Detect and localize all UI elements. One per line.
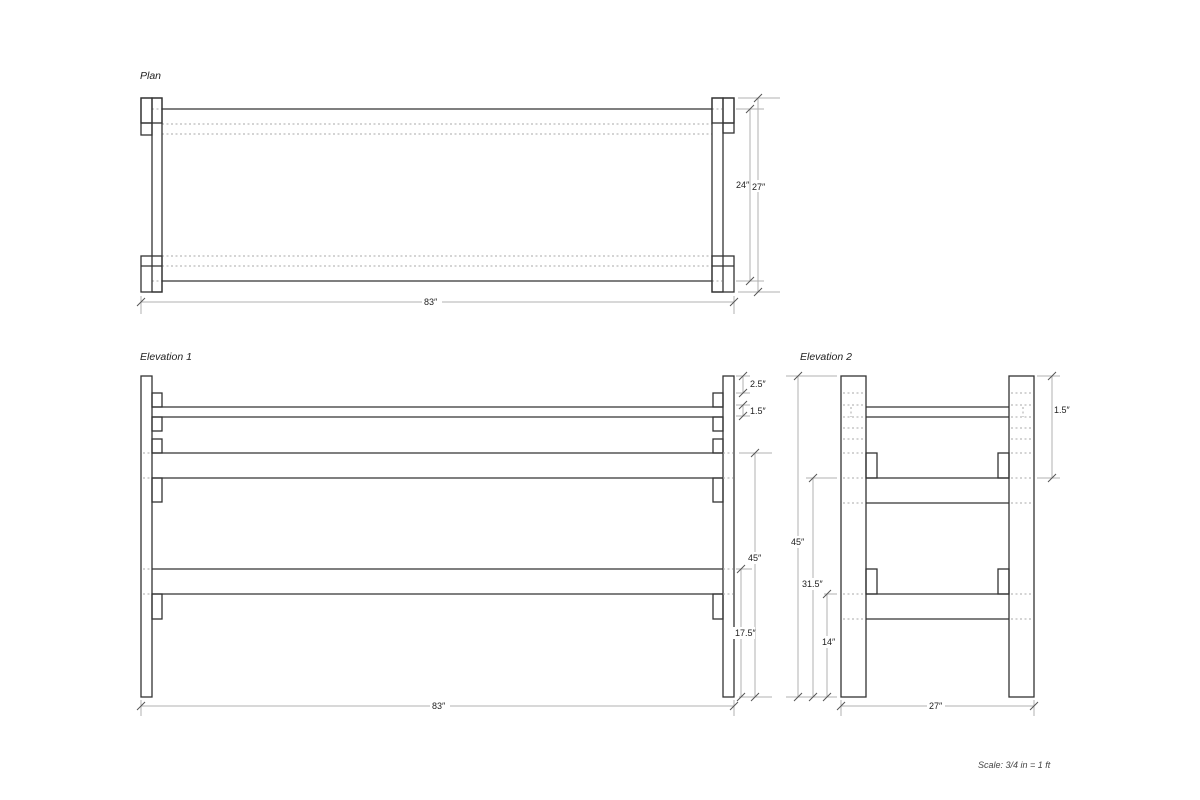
elev1-dim-17-5: 17.5″ xyxy=(735,628,757,638)
elevation-1-title: Elevation 1 xyxy=(140,351,192,363)
elev2-vertical-dimensions: 45″ 31.5″ 14″ xyxy=(786,371,837,702)
elev2-dim-1-5: 1.5″ xyxy=(1054,405,1071,415)
plan-length-dimension: 83″ xyxy=(136,296,739,314)
elev1-dim-2-5: 2.5″ xyxy=(750,379,767,389)
plan-dim-27: 27″ xyxy=(752,182,766,192)
elev2-width-dimension: 27″ xyxy=(836,700,1039,716)
elev2-dim-45: 45″ xyxy=(791,537,805,547)
elev1-left-leg xyxy=(140,375,153,698)
plan-dim-83: 83″ xyxy=(424,297,438,307)
elev2-left-leg xyxy=(840,375,867,698)
elevation-2-title: Elevation 2 xyxy=(800,351,852,363)
elev1-dim-1-5: 1.5″ xyxy=(750,406,767,416)
plan-left-leg xyxy=(140,97,163,293)
scale-note: Scale: 3/4 in = 1 ft xyxy=(978,760,1051,770)
plan-view: Plan xyxy=(136,70,780,314)
elev1-length-dimension: 83″ xyxy=(136,700,739,716)
plan-title: Plan xyxy=(140,70,161,82)
elevation-2-view: Elevation 2 xyxy=(786,351,1071,716)
elev1-vertical-dimensions: 2.5″ 1.5″ 45″ 17.5″ xyxy=(733,371,772,702)
elev2-dim-14: 14″ xyxy=(822,637,836,647)
elev2-dim-27: 27″ xyxy=(929,701,943,711)
elevation-1-view: Elevation 1 xyxy=(136,351,772,716)
elev2-top-dimension: 1.5″ xyxy=(1037,371,1071,483)
plan-dim-24: 24″ xyxy=(736,180,750,190)
elev1-right-leg xyxy=(722,375,735,698)
plan-right-leg xyxy=(711,97,735,293)
plan-depth-dimensions: 24″ 27″ xyxy=(735,93,780,297)
elev2-hidden-lines xyxy=(843,392,1032,620)
elev2-dim-31-5: 31.5″ xyxy=(802,579,824,589)
elev1-dim-45: 45″ xyxy=(748,553,762,563)
elev2-right-leg xyxy=(1008,375,1035,698)
elev1-dim-83: 83″ xyxy=(432,701,446,711)
